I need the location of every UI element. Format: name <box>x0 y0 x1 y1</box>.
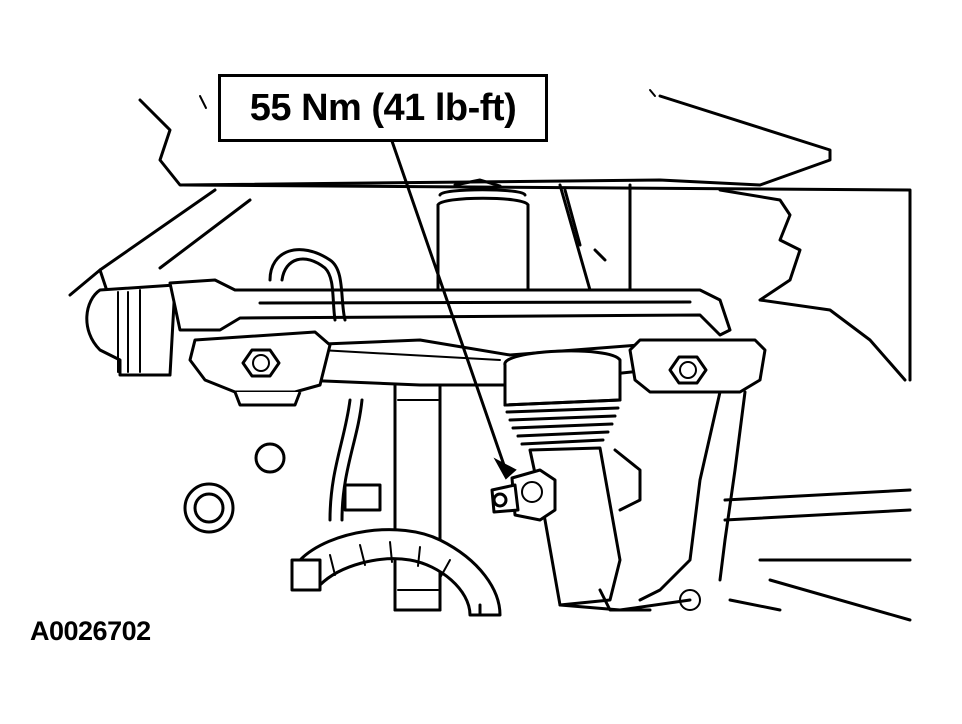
left-nut <box>241 348 281 378</box>
figure-id-label: A0026702 <box>30 616 151 646</box>
callout-leader-arrow <box>382 116 517 480</box>
torque-bolt <box>490 468 557 522</box>
background-components <box>183 442 701 617</box>
torque-callout: 55 Nm (41 lb-ft) <box>218 74 548 142</box>
upper-body-structure <box>68 89 912 382</box>
lower-control-arm <box>638 390 912 622</box>
wire-harness <box>268 248 502 617</box>
right-nut <box>668 355 708 385</box>
torque-label: 55 Nm (41 lb-ft) <box>249 86 517 129</box>
